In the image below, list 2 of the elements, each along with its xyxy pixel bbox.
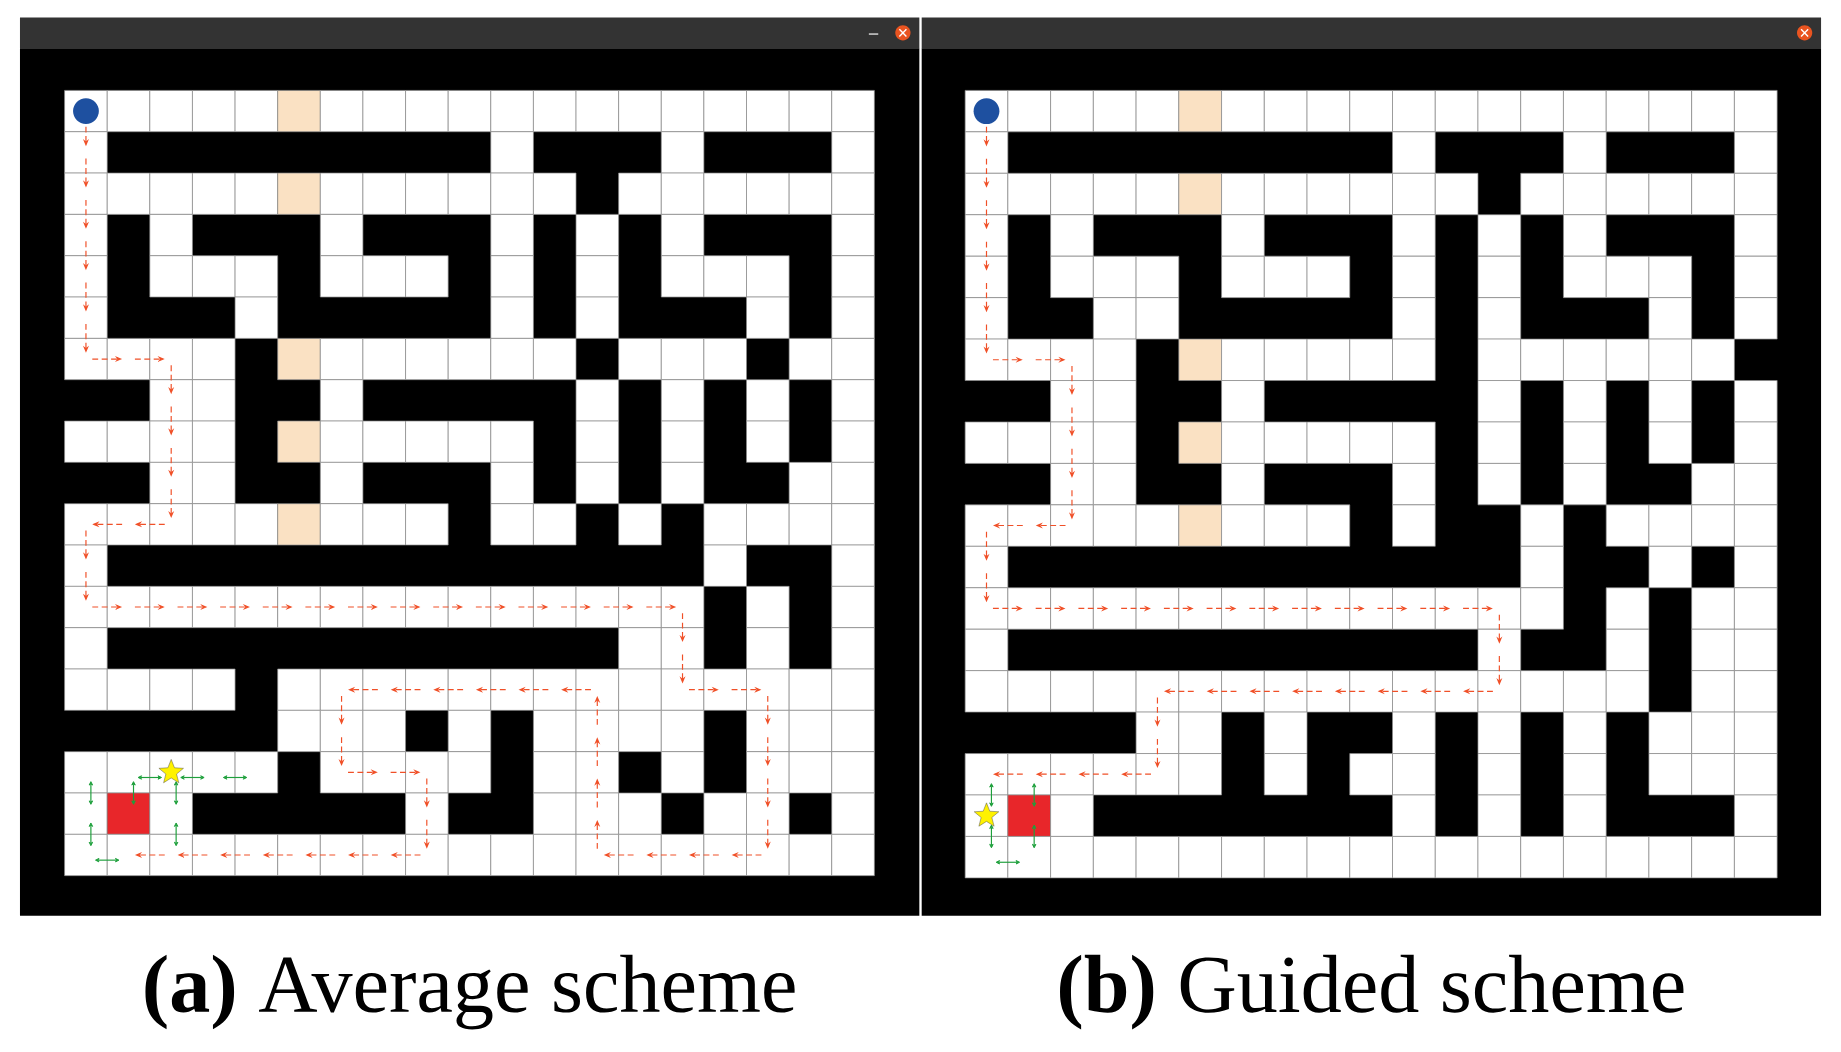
caption: (b) Guided scheme: [1060, 954, 1684, 1030]
caption: (a) Average scheme: [145, 954, 795, 1030]
